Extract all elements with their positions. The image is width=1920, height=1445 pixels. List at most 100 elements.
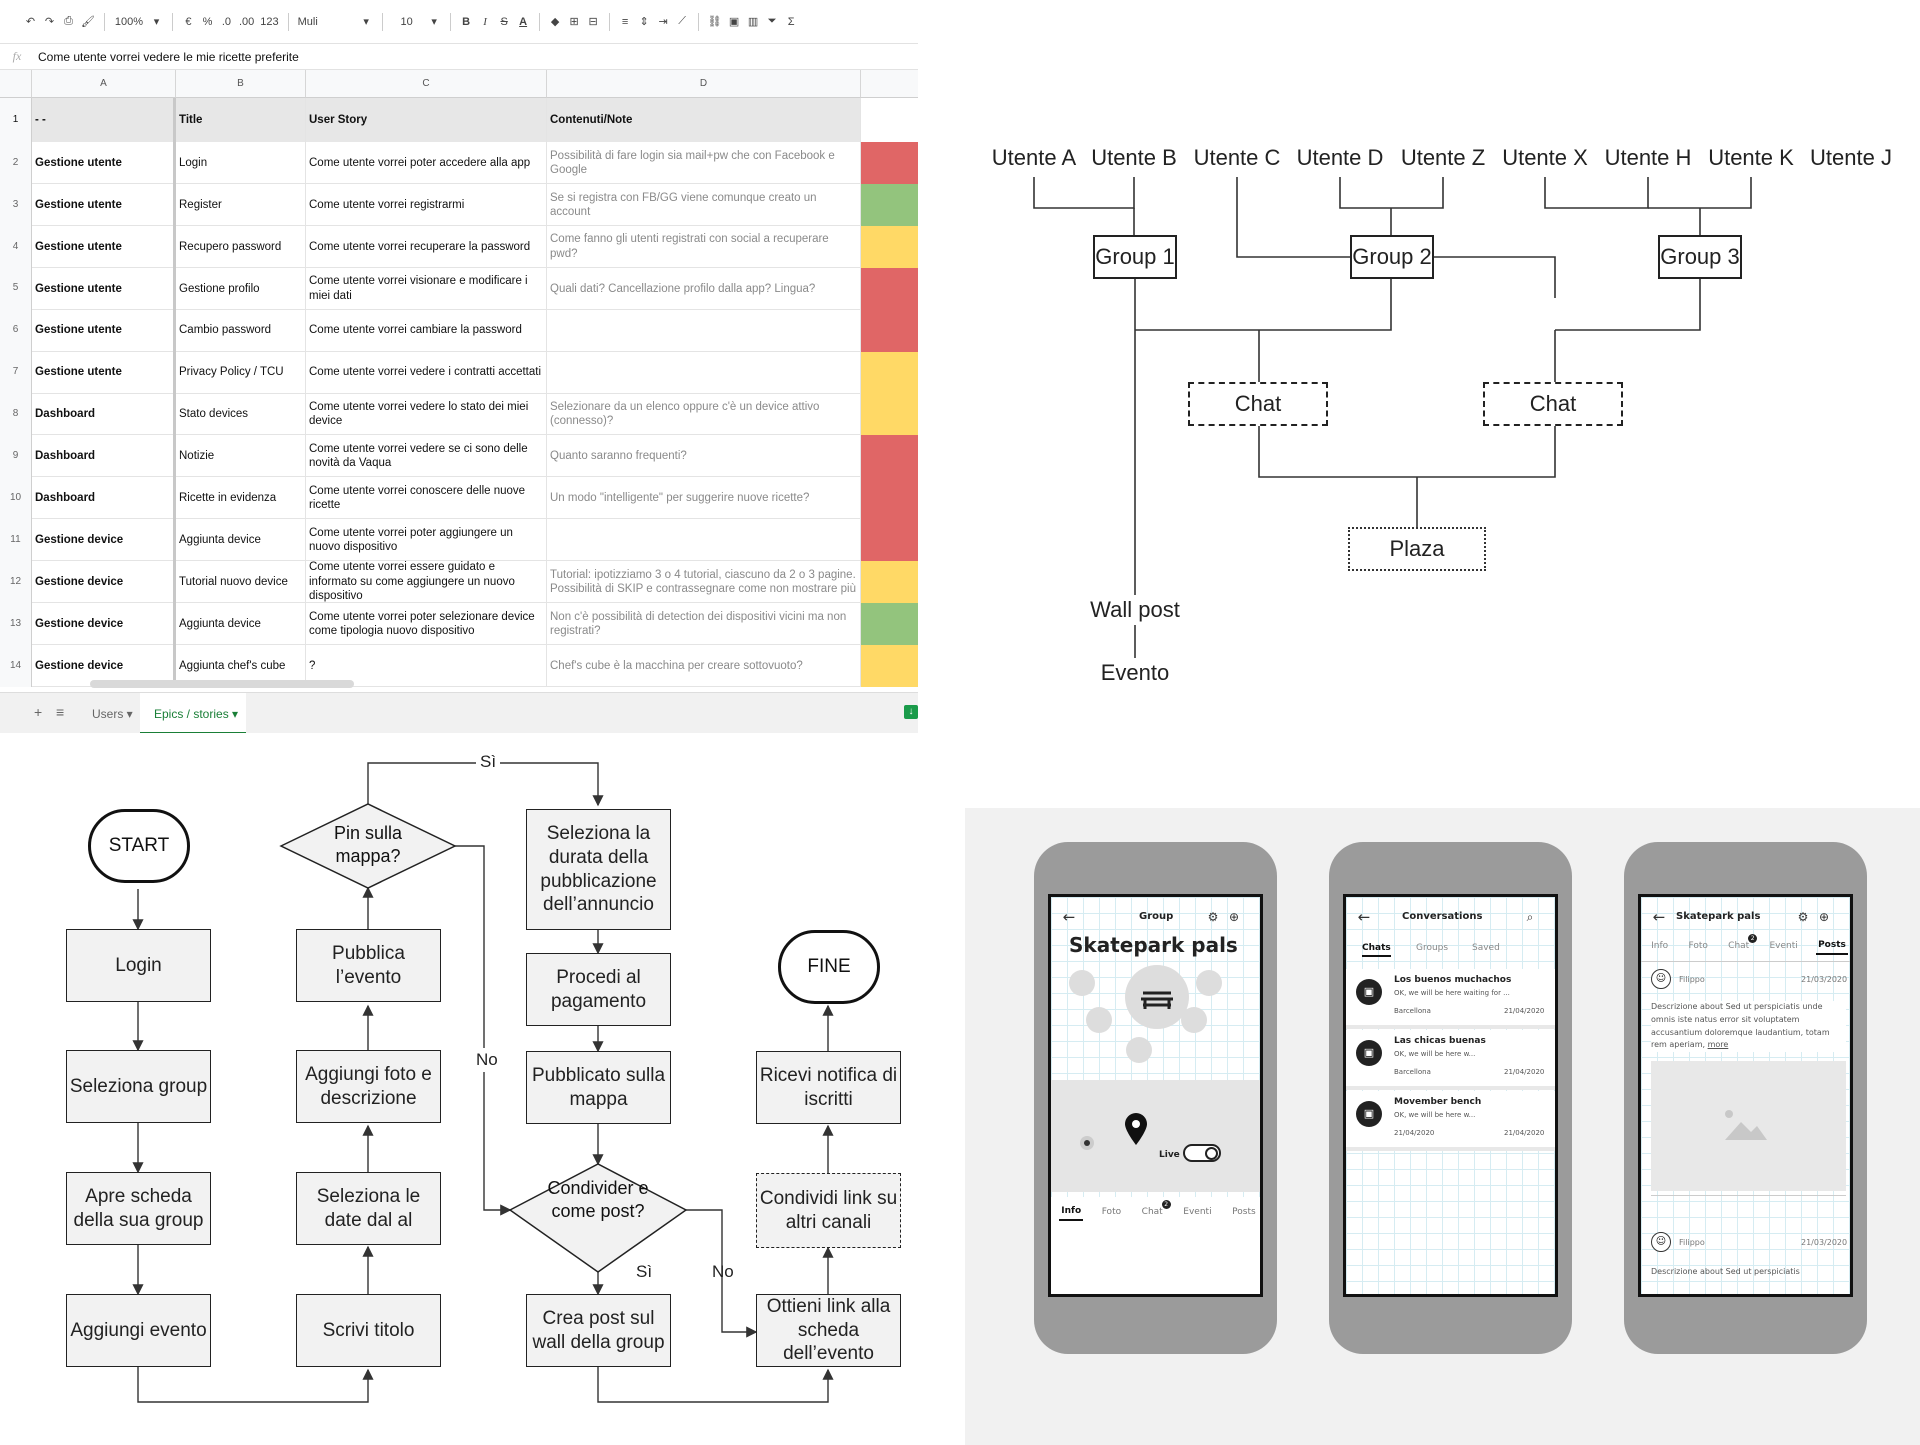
map-area[interactable]: Live — [1051, 1080, 1260, 1192]
cell-epic[interactable]: Gestione device — [32, 602, 176, 645]
cell-user-story[interactable]: Come utente vorrei recuperare la passwor… — [306, 225, 547, 268]
cell-epic[interactable]: Gestione utente — [32, 142, 176, 184]
cell-user-story[interactable]: Come utente vorrei vedere lo stato dei m… — [306, 393, 547, 436]
user-avatar-icon[interactable]: ☺ — [1651, 969, 1671, 989]
cell-user-story[interactable]: Come utente vorrei poter aggiungere un n… — [306, 519, 547, 562]
tab-epics-stories[interactable]: Epics / stories ▾ — [140, 693, 246, 733]
decrease-decimal-button[interactable]: .0 — [221, 15, 232, 28]
cell-title[interactable]: Register — [176, 183, 306, 226]
cell-title[interactable]: Stato devices — [176, 393, 306, 436]
row-number[interactable]: 14 — [0, 644, 32, 687]
live-toggle[interactable] — [1183, 1144, 1221, 1162]
column-header-e[interactable] — [861, 70, 918, 98]
header-cell-title[interactable]: Title — [176, 98, 306, 142]
row-number[interactable]: 11 — [0, 519, 32, 562]
cell-title[interactable]: Privacy Policy / TCU — [176, 351, 306, 394]
member-avatar[interactable] — [1086, 1007, 1112, 1033]
italic-button[interactable]: I — [483, 15, 487, 28]
tab-groups[interactable]: Groups — [1416, 943, 1449, 953]
print-icon[interactable]: ⎙ — [64, 15, 73, 27]
column-header-d[interactable]: D — [547, 70, 861, 98]
undo-icon[interactable]: ↶ — [25, 16, 36, 28]
row-number[interactable]: 4 — [0, 225, 32, 268]
cell-status[interactable] — [861, 183, 918, 226]
cell-notes[interactable]: Selezionare da un elenco oppure c'è un d… — [547, 393, 861, 436]
borders-icon[interactable]: ⊞ — [569, 16, 579, 28]
align-horizontal-icon[interactable]: ≡ — [621, 15, 629, 28]
cell-epic[interactable]: Gestione device — [32, 561, 176, 603]
row-number[interactable]: 10 — [0, 477, 32, 520]
explore-icon[interactable]: ↓ — [904, 705, 918, 719]
cell-title[interactable]: Recupero password — [176, 225, 306, 268]
row-number[interactable]: 7 — [0, 351, 32, 394]
cell-notes[interactable]: Un modo "intelligente" per suggerire nuo… — [547, 477, 861, 520]
header-cell-notes[interactable]: Contenuti/Note — [547, 98, 861, 142]
row-number[interactable]: 8 — [0, 393, 32, 436]
text-rotate-icon[interactable]: ⟋ — [678, 15, 686, 27]
cell-status[interactable] — [861, 225, 918, 268]
cell-epic[interactable]: Gestione device — [32, 644, 176, 687]
strikethrough-button[interactable]: S — [500, 15, 508, 28]
back-arrow-icon[interactable]: ← — [1652, 908, 1666, 926]
all-sheets-button[interactable]: ≡ — [56, 704, 65, 720]
fill-color-icon[interactable]: ◆ — [550, 16, 560, 28]
column-header-b[interactable]: B — [176, 70, 306, 98]
cell-user-story[interactable]: Come utente vorrei vedere se ci sono del… — [306, 435, 547, 478]
cell-notes[interactable] — [547, 519, 861, 562]
cell-notes[interactable] — [547, 309, 861, 352]
cell-notes[interactable]: Possibilità di fare login sia mail+pw ch… — [547, 142, 861, 184]
tab-saved[interactable]: Saved — [1472, 943, 1500, 953]
cell-status[interactable] — [861, 561, 918, 603]
cell-epic[interactable]: Dashboard — [32, 477, 176, 520]
member-avatar[interactable] — [1196, 970, 1222, 996]
functions-button[interactable]: Σ — [787, 15, 795, 28]
tab-chats[interactable]: Chats — [1362, 941, 1391, 957]
row-number[interactable]: 6 — [0, 309, 32, 352]
row-number[interactable]: 3 — [0, 183, 32, 226]
cell-notes[interactable]: Chef's cube è la macchina per creare sot… — [547, 644, 861, 687]
cell-title[interactable]: Ricette in evidenza — [176, 477, 306, 520]
tab-info[interactable]: Info — [1059, 1203, 1084, 1221]
search-icon[interactable]: ⌕ — [1526, 909, 1534, 924]
paint-format-icon[interactable]: 🖌 — [81, 16, 95, 28]
formula-input[interactable]: Come utente vorrei vedere le mie ricette… — [38, 49, 299, 64]
cell-notes[interactable]: Non c'è possibilità di detection dei dis… — [547, 602, 861, 645]
cell-epic[interactable]: Gestione utente — [32, 351, 176, 394]
cell-status[interactable] — [861, 519, 918, 562]
cell-epic[interactable]: Gestione device — [32, 519, 176, 562]
cell-status[interactable] — [861, 393, 918, 436]
cell-title[interactable]: Login — [176, 142, 306, 184]
cell-notes[interactable]: Quali dati? Cancellazione profilo dalla … — [547, 267, 861, 310]
cell-status[interactable] — [861, 142, 918, 184]
cell-status[interactable] — [861, 602, 918, 645]
cell-user-story[interactable]: Come utente vorrei conoscere delle nuove… — [306, 477, 547, 520]
align-vertical-icon[interactable]: ⇕ — [639, 16, 649, 28]
column-header-a[interactable]: A — [32, 70, 176, 98]
merge-cells-icon[interactable]: ⊟ — [588, 16, 598, 28]
cell-user-story[interactable]: Come utente vorrei visionare e modificar… — [306, 267, 547, 310]
tab-info[interactable]: Info — [1649, 938, 1670, 954]
row-number[interactable]: 9 — [0, 435, 32, 478]
cell-notes[interactable]: Come fanno gli utenti registrati con soc… — [547, 225, 861, 268]
cell-user-story[interactable]: ? — [306, 644, 547, 687]
cell-user-story[interactable]: Come utente vorrei cambiare la password — [306, 309, 547, 352]
bold-button[interactable]: B — [458, 11, 475, 33]
zoom-select[interactable]: 100% — [114, 15, 144, 28]
cell-status[interactable] — [861, 309, 918, 352]
add-sheet-button[interactable]: + — [34, 704, 43, 720]
cell-title[interactable]: Gestione profilo — [176, 267, 306, 310]
tab-posts[interactable]: Posts — [1230, 1204, 1258, 1220]
add-circle-icon[interactable]: ⊕ — [1818, 910, 1830, 924]
text-wrap-icon[interactable]: ⇥ — [658, 16, 668, 28]
cell-epic[interactable]: Dashboard — [32, 393, 176, 436]
cell-status[interactable] — [861, 435, 918, 478]
cell-title[interactable]: Aggiunta chef's cube — [176, 644, 306, 687]
member-avatar[interactable] — [1126, 1037, 1152, 1063]
chevron-down-icon[interactable]: ▾ — [363, 16, 369, 28]
row-number[interactable]: 2 — [0, 142, 32, 184]
add-circle-icon[interactable]: ⊕ — [1228, 910, 1240, 924]
